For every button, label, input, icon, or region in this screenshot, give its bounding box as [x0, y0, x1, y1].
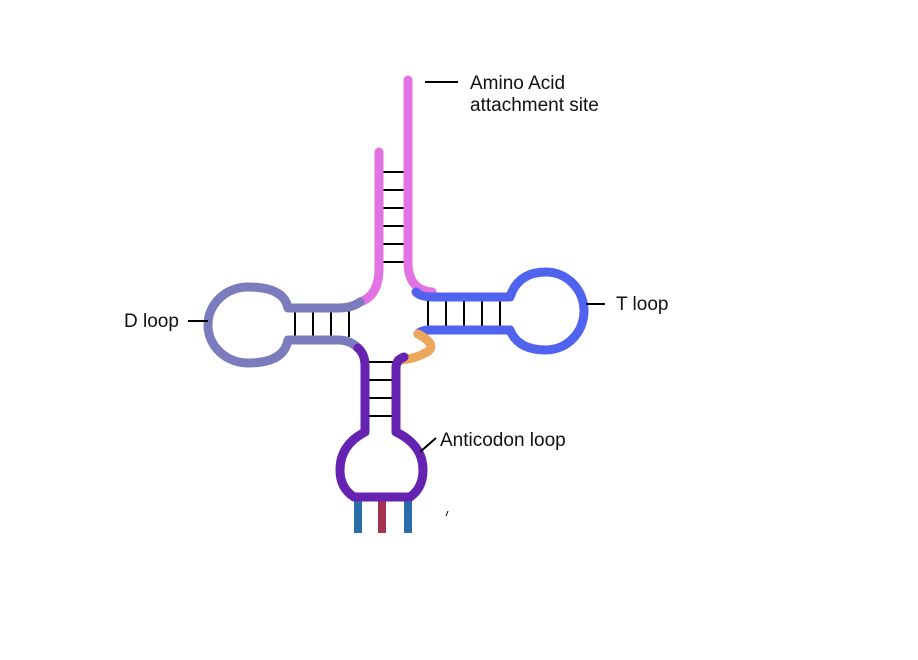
- acceptor-stem-5prime-strand: [355, 147, 384, 307]
- anticodon-loop-label: Anticodon loop: [440, 430, 566, 451]
- anticodon-base-left: [354, 497, 362, 533]
- t-loop-label: T loop: [616, 294, 668, 315]
- d-stem-base-pairs: [294, 311, 350, 337]
- amino-acid-label-line1: Amino Acid: [470, 73, 565, 94]
- t-arm-loop: [411, 267, 589, 355]
- anticodon-stem-base-pairs: [367, 361, 393, 417]
- d-arm-loop: [203, 282, 365, 368]
- acceptor-stem-3prime-strand: [403, 75, 437, 297]
- d-loop-label: D loop: [124, 311, 179, 332]
- amino-acid-label-line2: attachment site: [470, 95, 599, 116]
- anticodon-base-right: [404, 497, 412, 533]
- anticodon-bases: [354, 497, 412, 533]
- anticodon-arm-loop: [335, 343, 428, 502]
- acceptor-stem-base-pairs: [380, 171, 407, 263]
- anticodon-base-middle: [378, 497, 386, 533]
- t-stem-base-pairs: [427, 300, 501, 327]
- stray-mark: [445, 510, 449, 517]
- anticodon-loop-leader-line: [419, 437, 437, 453]
